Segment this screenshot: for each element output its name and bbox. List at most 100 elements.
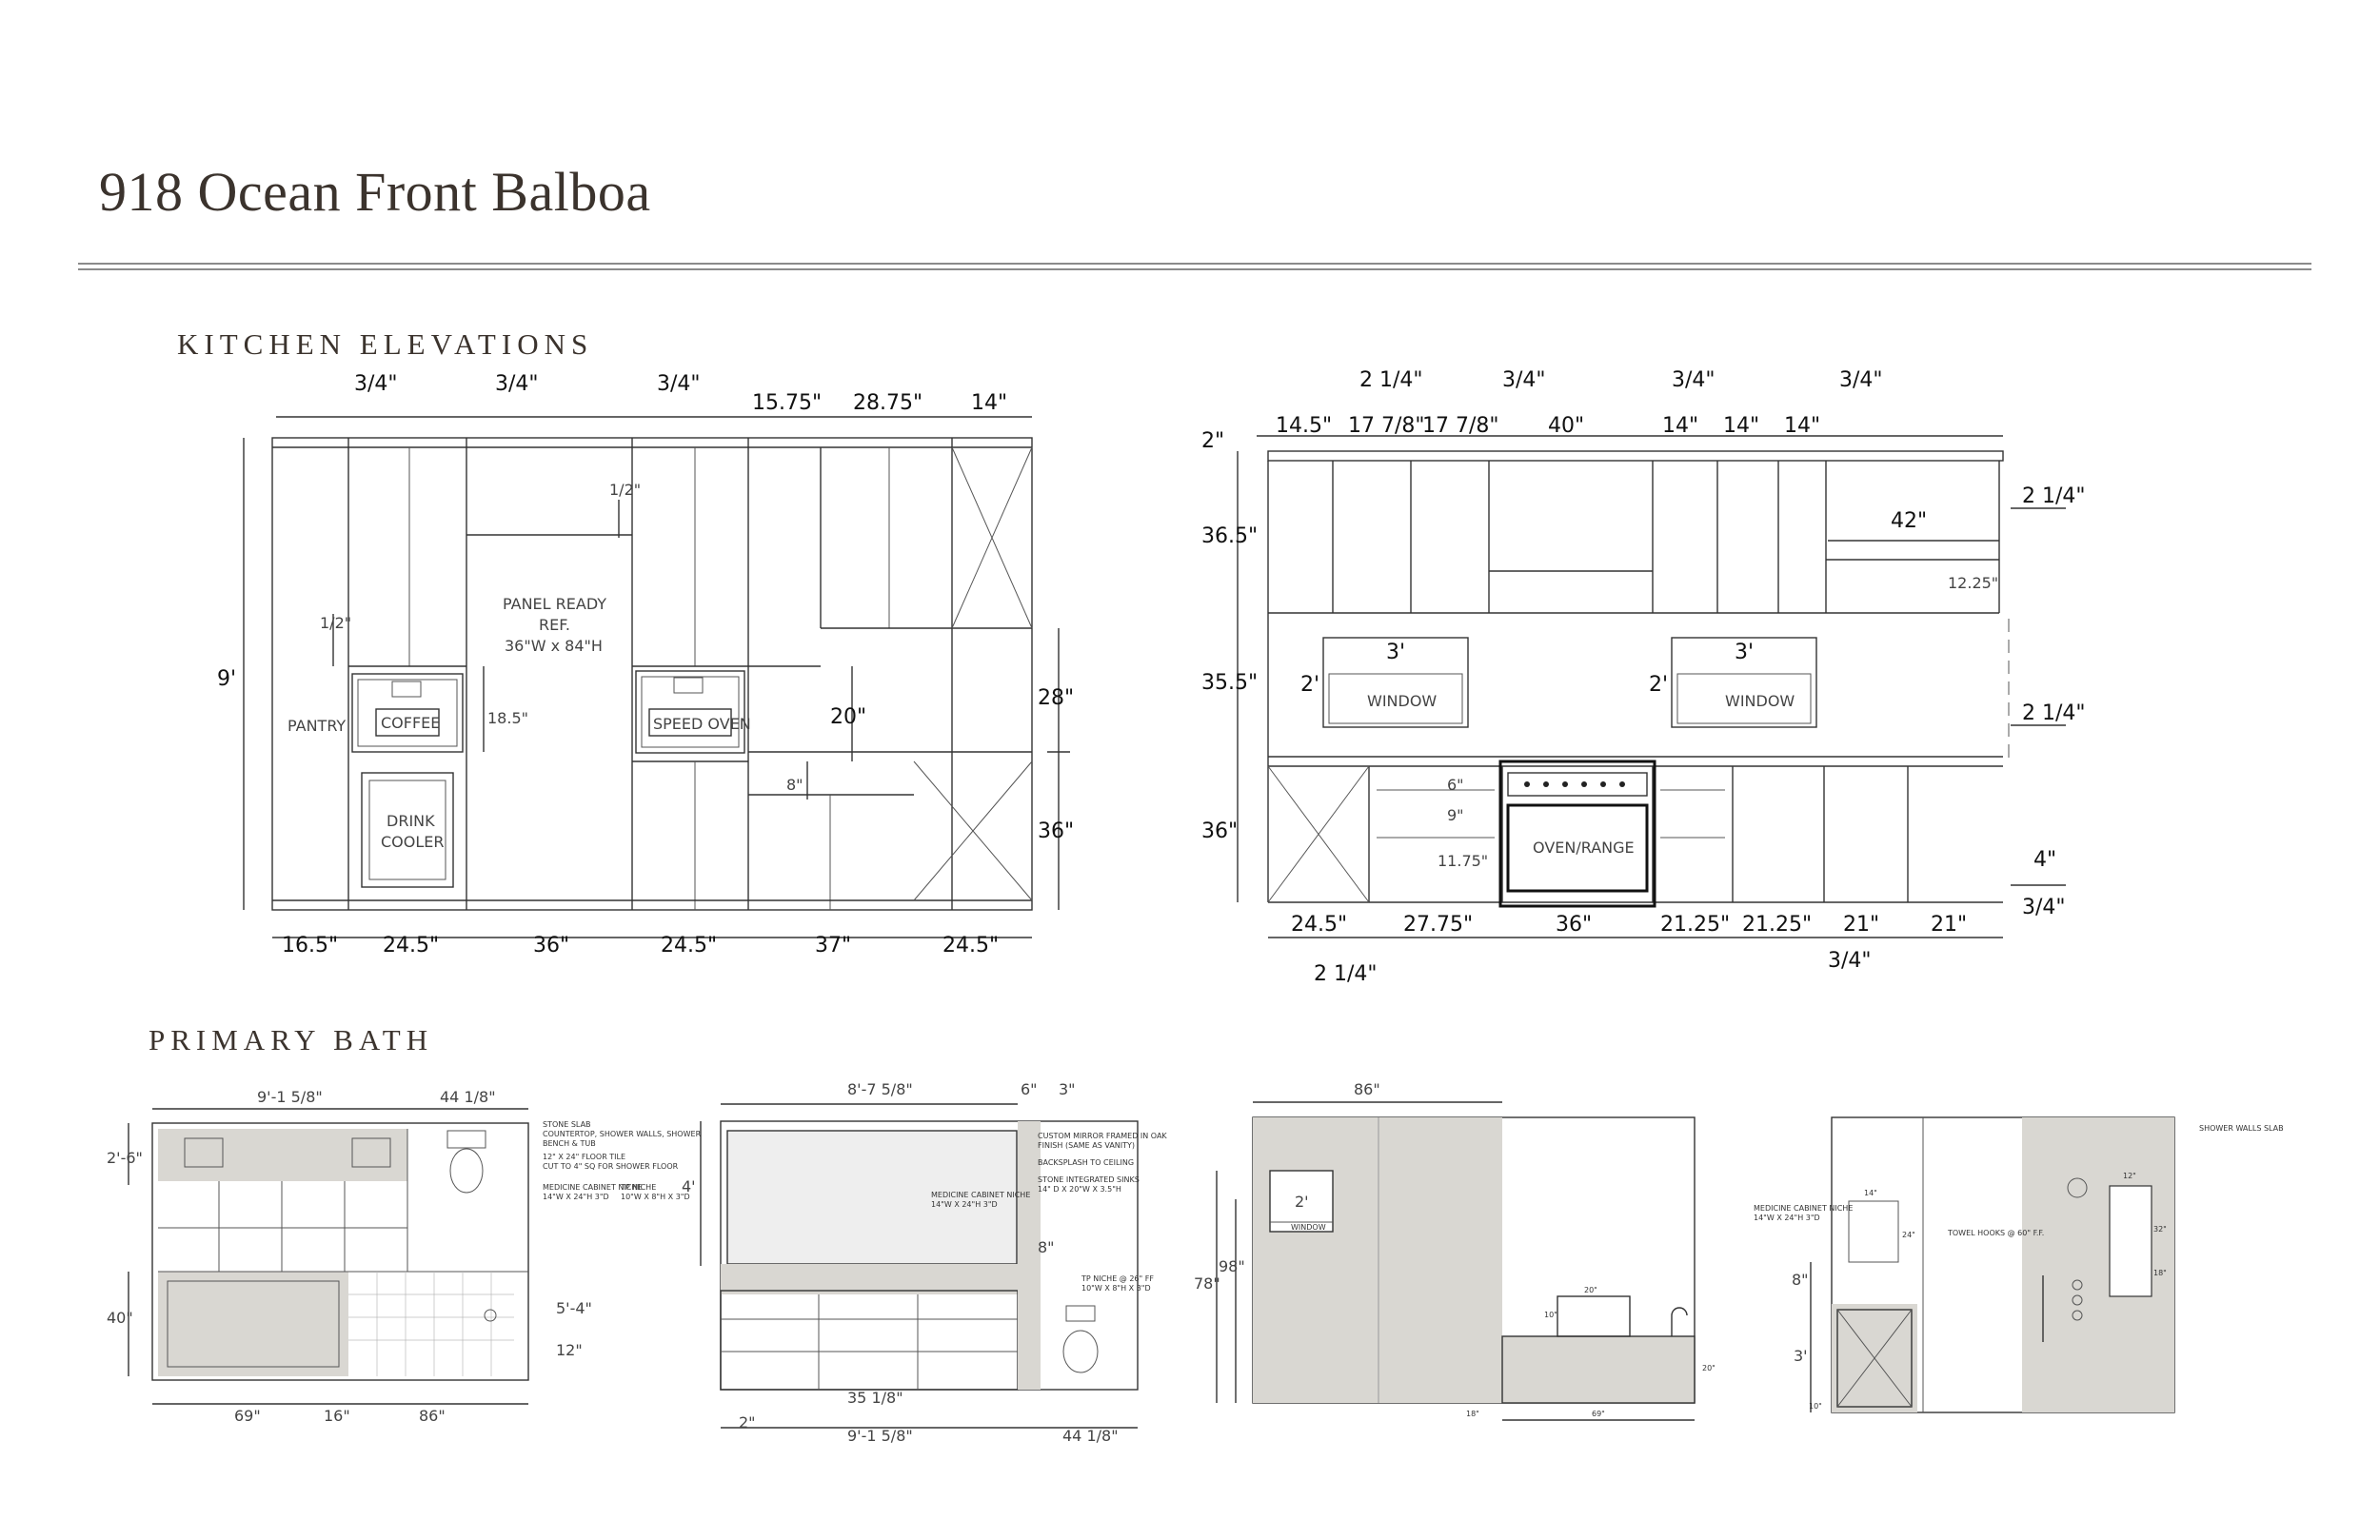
shower-dim-5: 10" (1809, 1402, 1822, 1411)
tub-dim-5: 20" (1584, 1286, 1597, 1294)
plan-note-1: STONE SLAB (543, 1120, 591, 1129)
kl-bottom-dim-6: 24.5" (942, 934, 999, 958)
coffee-label: COFFEE (381, 714, 440, 732)
vanity-note-4: STONE INTEGRATED SINKS (1038, 1175, 1140, 1184)
kr-bottom-dim-8: 2 1/4" (1314, 962, 1378, 986)
bath-plan-dim-2: 44 1/8" (440, 1088, 496, 1106)
bath-vanity-elevation (700, 1103, 1139, 1429)
vanity-dim-3: 3" (1059, 1080, 1076, 1098)
kr-top-dim-6: 17 7/8" (1348, 414, 1425, 438)
bath-shower-elevation (1810, 1116, 2175, 1413)
kr-top-dim-11: 14" (1784, 414, 1820, 438)
drink-cooler-label-1: DRINK (387, 812, 435, 830)
kr-left-dim-2: 36.5" (1201, 524, 1258, 548)
plan-note-4: 12" X 24" FLOOR TILE (543, 1153, 625, 1161)
window-right-width: 3' (1735, 641, 1754, 664)
kl-inner-dim-2: 1/2" (320, 614, 351, 632)
kr-right-dim-5: 3/4" (2022, 896, 2066, 919)
kr-top-dim-3: 3/4" (1672, 368, 1716, 392)
vanity-dim-1: 8'-7 5/8" (847, 1080, 913, 1098)
kr-right-dim-1: 2 1/4" (2022, 484, 2086, 508)
kr-bottom-dim-1: 24.5" (1291, 913, 1347, 937)
bath-plan-dim-5: 69" (234, 1407, 261, 1425)
vanity-dim-2: 6" (1021, 1080, 1038, 1098)
window-left-width: 3' (1386, 641, 1405, 664)
shower-dim-8: 18" (2153, 1269, 2167, 1277)
kr-bottom-dim-6: 21" (1843, 913, 1879, 937)
kr-top-dim-1: 2 1/4" (1359, 368, 1423, 392)
window-right-label: WINDOW (1725, 692, 1795, 710)
tub-window-label: WINDOW (1291, 1223, 1326, 1232)
kitchen-heading: KITCHEN ELEVATIONS (177, 327, 594, 361)
vanity-dim-6: 35 1/8" (847, 1389, 903, 1407)
plan-note-8: TP NICHE (620, 1183, 656, 1192)
vanity-note-1: CUSTOM MIRROR FRAMED IN OAK (1038, 1132, 1167, 1140)
plan-note-9: 10"W X 8"H X 3"D (621, 1193, 690, 1201)
bath-plan-dim-8: 5'-4" (556, 1299, 592, 1317)
kl-height-dim: 9' (217, 667, 236, 691)
tub-dim-2: 78" (1194, 1274, 1220, 1293)
kl-top-dim-2: 3/4" (495, 372, 539, 396)
tub-dim-3: 98" (1219, 1257, 1245, 1275)
speed-oven-label: SPEED OVEN (653, 715, 751, 733)
vanity-dim-4: 4' (682, 1177, 696, 1195)
window-right-height: 2' (1649, 673, 1668, 697)
kr-top-dim-12: 42" (1891, 509, 1927, 533)
kl-inner-dim-1: 1/2" (609, 481, 641, 499)
kl-top-dim-1: 3/4" (354, 372, 398, 396)
kl-inner-dim-4: 20" (830, 705, 866, 729)
plan-note-6: MEDICINE CABINET NICHE (543, 1183, 642, 1192)
kl-inner-dim-5: 8" (786, 776, 803, 794)
oven-range-label: OVEN/RANGE (1533, 839, 1635, 857)
kr-top-dim-4: 3/4" (1839, 368, 1883, 392)
tub-dim-9: 20" (1702, 1364, 1716, 1372)
shower-dim-2: 24" (1902, 1231, 1915, 1239)
bath-plan-dim-6: 16" (324, 1407, 350, 1425)
kr-right-dim-3: 12.25" (1948, 574, 1998, 592)
kl-bottom-dim-2: 24.5" (383, 934, 439, 958)
kr-left-dim-1: 2" (1201, 429, 1224, 453)
pantry-label: PANTRY (288, 717, 346, 735)
kl-top-dim-3: 3/4" (657, 372, 701, 396)
kr-left-dim-3: 35.5" (1201, 671, 1258, 695)
plan-note-2: COUNTERTOP, SHOWER WALLS, SHOWER (543, 1130, 702, 1138)
title-rule-top (78, 263, 2311, 265)
shower-dim-3: 8" (1792, 1271, 1809, 1289)
shower-note-4: TOWEL HOOKS @ 60" F.F. (1947, 1229, 2044, 1237)
plan-note-3: BENCH & TUB (543, 1139, 596, 1148)
shower-dim-6: 12" (2123, 1172, 2136, 1180)
kl-top-dim-4: 15.75" (752, 391, 822, 415)
kl-inner-dim-3: 18.5" (487, 709, 528, 727)
kr-inner-dim-1: 6" (1447, 776, 1464, 794)
vanity-note-3: BACKSPLASH TO CEILING (1038, 1158, 1134, 1167)
tub-dim-7: 18" (1466, 1410, 1479, 1418)
kl-right-dim-2: 36" (1038, 819, 1074, 843)
tub-dim-1: 86" (1354, 1080, 1380, 1098)
fridge-label-3: 36"W x 84"H (505, 637, 603, 655)
kr-inner-dim-2: 9" (1447, 806, 1464, 824)
vanity-note-5: 14" D X 20"W X 3.5"H (1038, 1185, 1121, 1194)
kr-top-dim-9: 14" (1662, 414, 1698, 438)
kl-bottom-dim-1: 16.5" (282, 934, 338, 958)
kitchen-elevation-right (1237, 435, 2066, 938)
kitchen-elevation-left (243, 416, 1070, 938)
bath-plan-dim-1: 9'-1 5/8" (257, 1088, 323, 1106)
vanity-note-8: TP NICHE @ 26" FF (1081, 1274, 1154, 1283)
page-title: 918 Ocean Front Balboa (99, 161, 651, 223)
kr-bottom-dim-4: 21.25" (1660, 913, 1730, 937)
tub-dim-8: 69" (1592, 1410, 1605, 1418)
vanity-dim-8: 9'-1 5/8" (847, 1427, 913, 1445)
shower-note-2: MEDICINE CABINET NICHE (1754, 1204, 1853, 1213)
kl-bottom-dim-4: 24.5" (661, 934, 717, 958)
kr-bottom-dim-7: 21" (1931, 913, 1967, 937)
kl-top-dim-5: 28.75" (853, 391, 922, 415)
kr-inner-dim-3: 11.75" (1438, 852, 1488, 870)
kl-bottom-dim-3: 36" (533, 934, 569, 958)
bath-plan-dim-7: 86" (419, 1407, 446, 1425)
window-left-label: WINDOW (1367, 692, 1437, 710)
bath-plan-dim-4: 40" (107, 1309, 133, 1327)
vanity-note-9: 10"W X 8"H X 3"D (1081, 1284, 1151, 1293)
kr-left-dim-4: 36" (1201, 819, 1238, 843)
kl-bottom-dim-5: 37" (815, 934, 851, 958)
